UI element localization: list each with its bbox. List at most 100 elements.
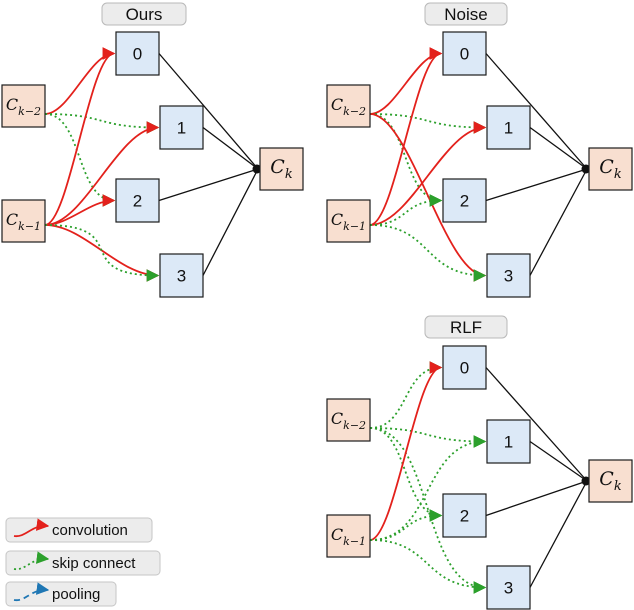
input-node-box — [1, 84, 46, 128]
edge-conv-k-1-to-1 — [44, 121, 160, 226]
legend-item-skip-connect: skip connect — [5, 550, 161, 576]
panel-rlf: RLF Ck−2Ck−1 0 1 2 3 Ck — [326, 315, 633, 610]
edge-node-1-to-output — [202, 126, 259, 170]
panel-title: Noise — [424, 2, 508, 26]
output-junction — [252, 164, 262, 174]
output-junction — [581, 476, 591, 486]
edge-node-0-to-output — [158, 53, 259, 170]
legend-label: convolution — [52, 522, 128, 539]
node-label: 1 — [504, 119, 513, 138]
input-node-c-k-2: Ck−2 — [1, 84, 46, 128]
edge-node-2-to-output — [485, 480, 588, 517]
edge-node-3-to-output — [202, 168, 259, 276]
node-1: 1 — [159, 105, 204, 150]
node-2: 2 — [115, 178, 160, 223]
panel-title: RLF — [424, 315, 508, 339]
output-node-label: Ck — [270, 156, 293, 182]
edge-skip-k-2-to-1 — [44, 113, 160, 134]
output-node-label: Ck — [599, 468, 622, 494]
input-node-c-k-2: Ck−2 — [326, 398, 371, 442]
legend-swatch — [13, 582, 50, 601]
node-box — [159, 253, 204, 298]
edge-node-1-to-output — [529, 440, 588, 482]
input-node-c-k-1: Ck−1 — [326, 514, 371, 558]
node-0: 0 — [442, 345, 487, 390]
input-node-box — [1, 199, 46, 243]
output-junction — [581, 164, 591, 174]
edge-skip-k-2-to-0 — [369, 361, 443, 429]
node-box — [115, 178, 160, 223]
panel-noise-edges — [369, 47, 591, 282]
legend-item-box — [5, 581, 117, 607]
node-box — [486, 105, 531, 150]
node-2: 2 — [442, 178, 487, 223]
node-1: 1 — [486, 105, 531, 150]
edge-skip-k-2-to-1 — [369, 427, 487, 448]
edge-conv-k-1-to-0 — [369, 361, 443, 541]
input-node-box — [326, 199, 371, 243]
edge-node-2-to-output — [158, 168, 259, 202]
node-label: 1 — [177, 119, 186, 138]
node-3: 3 — [159, 253, 204, 298]
node-0: 0 — [115, 31, 160, 76]
node-3: 3 — [486, 565, 531, 610]
node-label: 1 — [504, 433, 513, 452]
edges-layer — [44, 47, 591, 594]
node-1: 1 — [486, 419, 531, 464]
edge-node-1-to-output — [529, 126, 588, 170]
edge-skip-k-2-to-1 — [369, 113, 487, 134]
edge-node-0-to-output — [485, 53, 588, 170]
node-0: 0 — [442, 31, 487, 76]
node-label: 2 — [133, 192, 142, 211]
panel-title-box — [101, 2, 187, 26]
panel-title-box — [424, 2, 508, 26]
legend: convolution skip connect pooling — [5, 517, 161, 607]
node-box — [486, 565, 531, 610]
edge-conv-k-2-to-3 — [369, 113, 487, 282]
panel-title-text: Ours — [126, 5, 163, 24]
edge-skip-k-1-to-3 — [369, 224, 487, 282]
edge-node-2-to-output — [485, 168, 588, 202]
node-label: 2 — [460, 192, 469, 211]
edge-conv-k-1-to-0 — [369, 47, 443, 226]
panel-rlf-edges — [369, 361, 591, 594]
node-box — [442, 345, 487, 390]
node-label: 0 — [460, 45, 469, 64]
edge-conv-k-1-to-0 — [44, 47, 116, 226]
node-box — [442, 31, 487, 76]
legend-label: skip connect — [52, 555, 136, 572]
output-node-box — [588, 147, 633, 191]
panel-title-text: Noise — [444, 5, 487, 24]
input-node-label: Ck−1 — [331, 210, 366, 233]
input-node-label: Ck−2 — [331, 95, 366, 118]
input-node-label: Ck−1 — [6, 210, 41, 233]
edge-skip-k-2-to-2 — [44, 113, 116, 207]
node-label: 2 — [460, 507, 469, 526]
input-node-c-k-2: Ck−2 — [326, 84, 371, 128]
node-box — [442, 178, 487, 223]
node-3: 3 — [486, 253, 531, 298]
edge-skip-k-2-to-2 — [369, 113, 443, 207]
edge-node-3-to-output — [529, 480, 588, 588]
legend-swatch — [13, 551, 50, 570]
legend-item-convolution: convolution — [5, 517, 153, 543]
output-node-c-k: Ck — [588, 147, 633, 191]
output-node-c-k: Ck — [259, 147, 304, 191]
node-box — [486, 419, 531, 464]
edge-skip-k-1-to-2 — [369, 509, 443, 541]
input-node-label: Ck−2 — [6, 95, 41, 118]
input-node-label: Ck−2 — [331, 409, 366, 432]
output-node-box — [259, 147, 304, 191]
edge-skip-k-1-to-1 — [369, 435, 487, 541]
node-box — [159, 105, 204, 150]
input-node-box — [326, 398, 371, 442]
output-node-box — [588, 459, 633, 503]
node-box — [442, 493, 487, 538]
panel-title-text: RLF — [450, 318, 482, 337]
legend-item-pooling: pooling — [5, 581, 117, 607]
input-node-label: Ck−1 — [331, 525, 366, 548]
node-label: 3 — [504, 267, 513, 286]
edge-skip-k-1-to-3 — [369, 539, 487, 594]
